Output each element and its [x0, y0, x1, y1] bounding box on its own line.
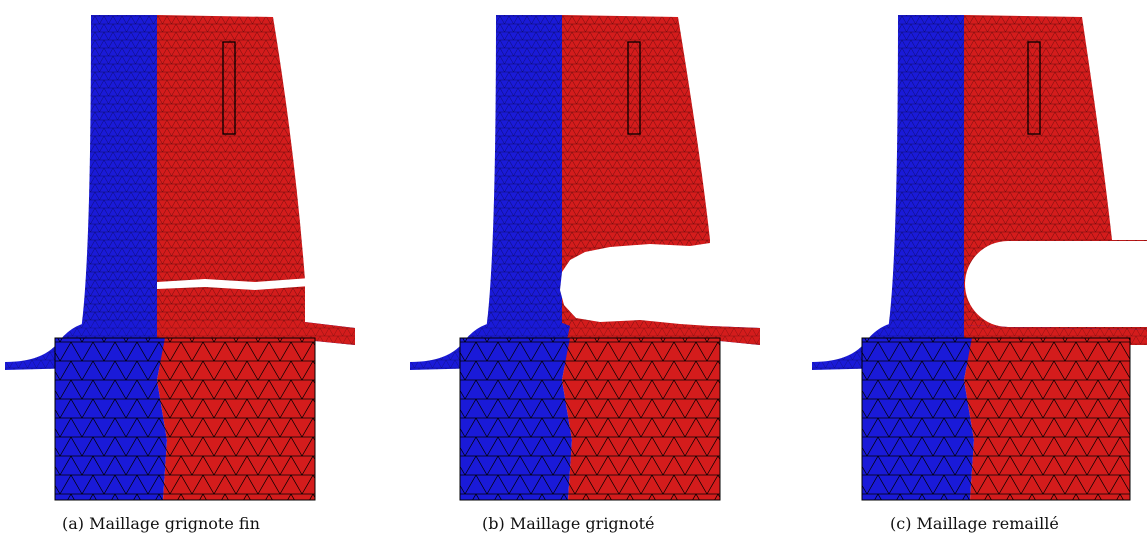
nibbled-cut	[560, 243, 770, 326]
caption-b: (b) Maillage grignoté	[482, 514, 655, 533]
crack-cut	[157, 278, 310, 290]
caption-a: (a) Maillage grignote fin	[62, 514, 260, 533]
slot-outline	[627, 41, 641, 135]
caption-c: (c) Maillage remaillé	[890, 514, 1059, 533]
panel-c	[812, 0, 1147, 505]
panel-b	[410, 0, 770, 505]
remeshed-cut	[965, 241, 1147, 327]
slot-outline	[1027, 41, 1041, 135]
panel-a	[5, 0, 365, 505]
slot-outline	[222, 41, 236, 135]
panel-a-mesh-image	[5, 15, 355, 501]
panel-c-mesh-image	[812, 15, 1147, 501]
panel-b-mesh-image	[410, 15, 770, 501]
